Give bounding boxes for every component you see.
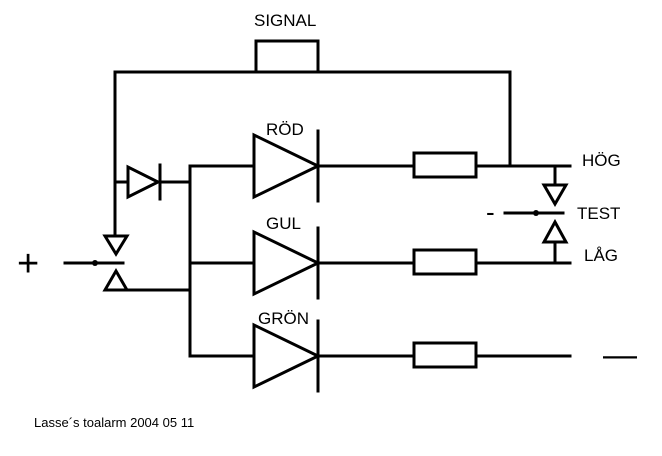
row-rod (188, 129, 572, 203)
test-lower-contact (541, 218, 569, 244)
minus-big-sign: — (603, 336, 637, 374)
switch-lower-contact (102, 268, 130, 292)
plus-sign: + (17, 243, 39, 285)
plus-input-wire (63, 260, 125, 266)
led-gron-triangle (252, 322, 322, 390)
led-gul-triangle (252, 229, 322, 297)
label-test: TEST (577, 204, 620, 223)
row-gron (188, 319, 572, 393)
signal-label: SIGNAL (254, 11, 316, 30)
row-gul (188, 226, 572, 300)
diode-body (126, 164, 162, 200)
switch-upper-contact (102, 234, 130, 257)
label-lag: LÅG (584, 246, 618, 265)
label-rod: RÖD (266, 120, 304, 139)
resistor-rod (412, 151, 478, 179)
label-gron: GRÖN (258, 309, 309, 328)
footer-caption: Lasse´s toalarm 2004 05 11 (34, 415, 194, 430)
label-hog: HÖG (582, 151, 621, 170)
resistor-gul (412, 248, 478, 276)
signal-box (254, 39, 320, 74)
test-upper-contact (541, 183, 569, 207)
resistor-gron (412, 341, 478, 369)
minus-small-sign: - (486, 197, 495, 227)
test-switch (503, 164, 569, 265)
led-rod-triangle (252, 132, 322, 200)
label-gul: GUL (266, 214, 301, 233)
